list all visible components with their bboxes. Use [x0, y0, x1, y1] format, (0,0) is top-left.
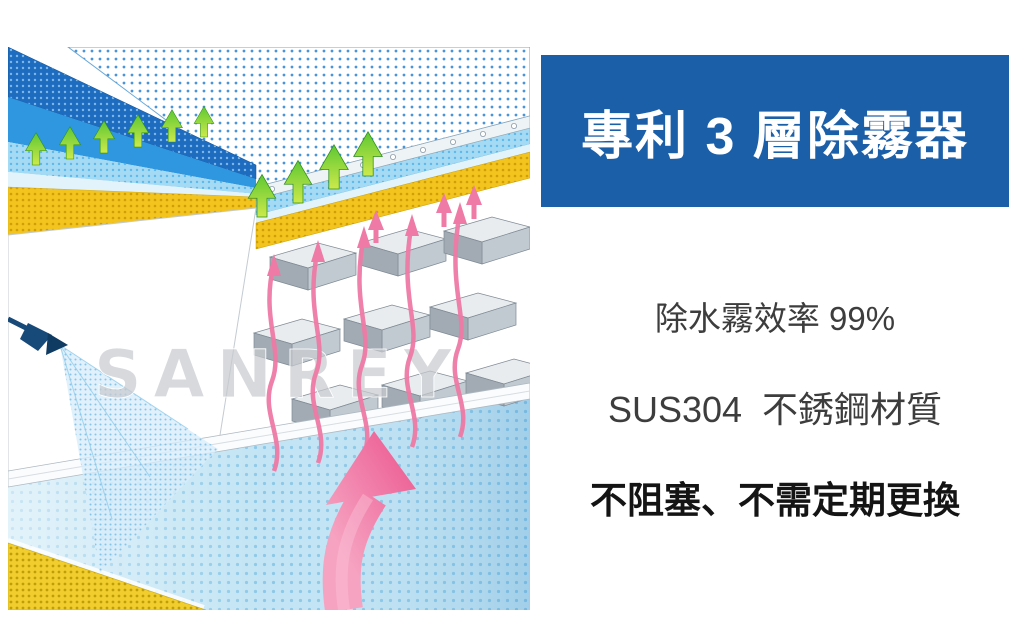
nozzle-body	[20, 323, 52, 351]
spray-nozzle	[8, 316, 218, 573]
drain-strip	[8, 538, 207, 610]
nozzle-tip	[46, 333, 68, 355]
main-airflow-arrow	[322, 431, 416, 610]
layer-strips-right	[255, 127, 530, 250]
demister-illustration: SANREY	[8, 47, 530, 610]
water-sheen	[8, 399, 530, 610]
banner-title: 專利 3 層除霧器	[581, 107, 969, 166]
mist-cone	[60, 345, 218, 573]
feature-maintenance: 不阻塞、不需定期更換	[590, 480, 960, 521]
pink-flow-arrows	[266, 185, 482, 472]
title-banner: 專利 3 層除霧器	[541, 55, 1009, 207]
layer-stack-left	[8, 47, 257, 236]
feature-material: SUS304 不銹鋼材質	[607, 389, 943, 430]
feature-efficiency: 除水霧效率 99%	[654, 300, 896, 337]
